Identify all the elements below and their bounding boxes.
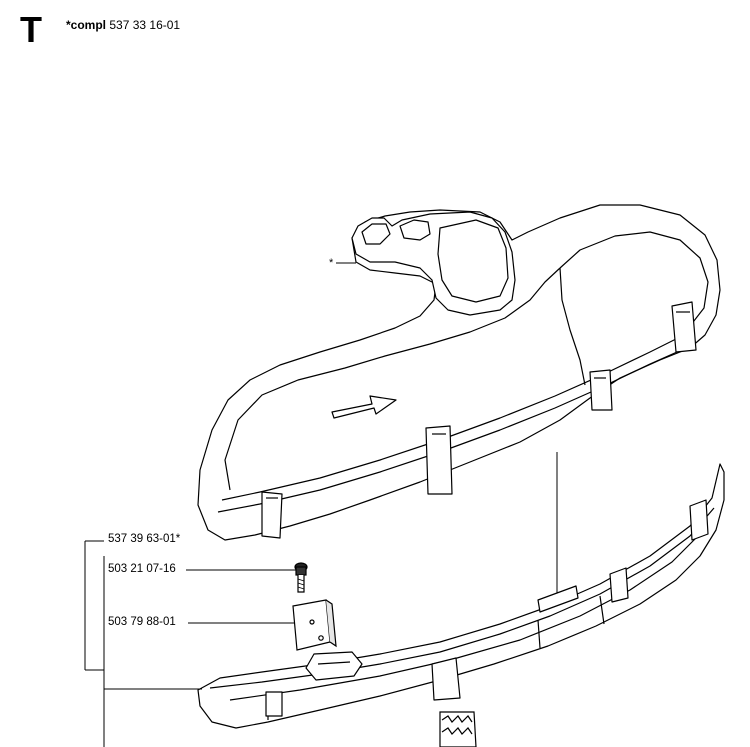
kit-title: *compl 537 33 16-01 — [66, 19, 180, 31]
plate — [292, 599, 337, 651]
kit-number: 537 33 16-01 — [109, 18, 181, 32]
part-label-screw: 503 21 07-16 — [108, 563, 176, 575]
section-letter: T — [20, 9, 42, 50]
kit-keyword: *compl — [66, 18, 107, 32]
lower-guard-lip — [197, 463, 725, 729]
screw — [294, 562, 308, 593]
star-callout: * — [329, 257, 334, 269]
cutting-blade — [439, 711, 477, 747]
part-label-plate: 503 79 88-01 — [108, 616, 176, 628]
part-label-guard-assembly: 537 39 63-01* — [108, 533, 181, 545]
upper-guard — [197, 204, 721, 541]
leader-lines — [84, 262, 356, 747]
